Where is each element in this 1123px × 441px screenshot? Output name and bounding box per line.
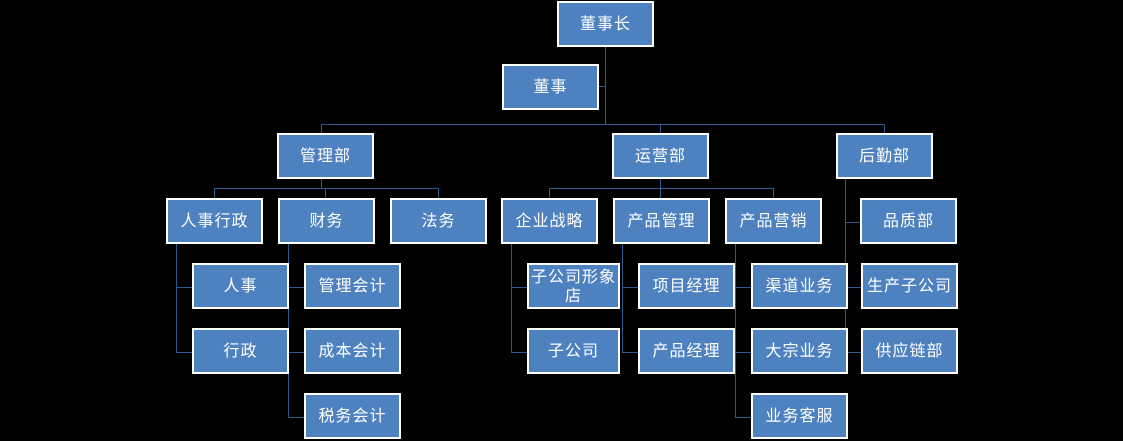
node-management-accounting[interactable]: 管理会计 <box>304 263 401 309</box>
node-subsidiary[interactable]: 子公司 <box>527 328 620 374</box>
node-dept-logistics[interactable]: 后勤部 <box>836 133 933 179</box>
node-production-subsidiary[interactable]: 生产子公司 <box>861 263 958 309</box>
node-finance[interactable]: 财务 <box>278 198 375 244</box>
connector-to-corporate-strategy <box>549 188 550 199</box>
node-project-manager[interactable]: 项目经理 <box>638 263 735 309</box>
connector-to-finance <box>325 188 326 199</box>
node-subsidiary-flagship-store[interactable]: 子公司形象店 <box>527 263 620 309</box>
connector-to-bulk-business <box>735 352 751 353</box>
node-channel-business[interactable]: 渠道业务 <box>751 263 848 309</box>
connector-corporate-strategy-spine <box>511 243 512 353</box>
connector-to-hr <box>176 287 192 288</box>
node-bulk-business[interactable]: 大宗业务 <box>751 328 848 374</box>
node-cost-accounting[interactable]: 成本会计 <box>304 328 401 374</box>
connector-director-stub <box>597 86 606 87</box>
connector-to-cost-accounting <box>288 352 304 353</box>
node-dept-operations[interactable]: 运营部 <box>612 133 709 179</box>
connector-to-product-manager <box>622 352 638 353</box>
connector-to-admin <box>176 352 192 353</box>
connector-to-hr-admin <box>214 188 215 199</box>
connector-to-business-customer-service <box>735 417 751 418</box>
node-tax-accounting[interactable]: 税务会计 <box>304 393 401 439</box>
connector-to-subsidiary <box>511 352 527 353</box>
connector-to-quality <box>845 222 861 223</box>
node-dept-management[interactable]: 管理部 <box>277 133 374 179</box>
connector-to-dept-management <box>321 124 322 134</box>
connector-to-subsidiary-flagship-store <box>511 287 527 288</box>
connector-to-product-management <box>660 188 661 199</box>
node-product-marketing[interactable]: 产品营销 <box>725 198 822 244</box>
connector-to-dept-logistics <box>884 124 885 134</box>
connector-management-drop <box>321 178 322 188</box>
node-director[interactable]: 董事 <box>502 64 599 110</box>
connector-product-management-spine <box>622 243 623 353</box>
connector-to-project-manager <box>622 287 638 288</box>
node-chairman[interactable]: 董事长 <box>557 1 654 47</box>
node-product-management[interactable]: 产品管理 <box>613 198 710 244</box>
connector-hr-admin-spine <box>176 243 177 353</box>
node-business-customer-service[interactable]: 业务客服 <box>751 393 848 439</box>
connector-to-channel-business <box>735 287 751 288</box>
node-hr-admin[interactable]: 人事行政 <box>166 198 263 244</box>
connector-to-tax-accounting <box>288 417 304 418</box>
connector-to-legal <box>438 188 439 199</box>
connector-operations-drop <box>660 178 661 188</box>
connector-to-product-marketing <box>773 188 774 199</box>
node-product-manager[interactable]: 产品经理 <box>638 328 735 374</box>
connector-to-supply-chain <box>845 352 861 353</box>
connector-to-management-accounting <box>288 287 304 288</box>
node-admin[interactable]: 行政 <box>192 328 289 374</box>
connector-to-production-subsidiary <box>845 287 861 288</box>
connector-product-marketing-spine <box>735 243 736 418</box>
node-hr[interactable]: 人事 <box>192 263 289 309</box>
node-legal[interactable]: 法务 <box>390 198 487 244</box>
connector-management-bus <box>214 188 438 189</box>
connector-to-dept-operations <box>660 124 661 134</box>
node-supply-chain[interactable]: 供应链部 <box>861 328 958 374</box>
node-corporate-strategy[interactable]: 企业战略 <box>501 198 598 244</box>
node-quality[interactable]: 品质部 <box>860 198 957 244</box>
connector-operations-bus <box>549 188 774 189</box>
connector-level2-bus <box>321 124 885 125</box>
